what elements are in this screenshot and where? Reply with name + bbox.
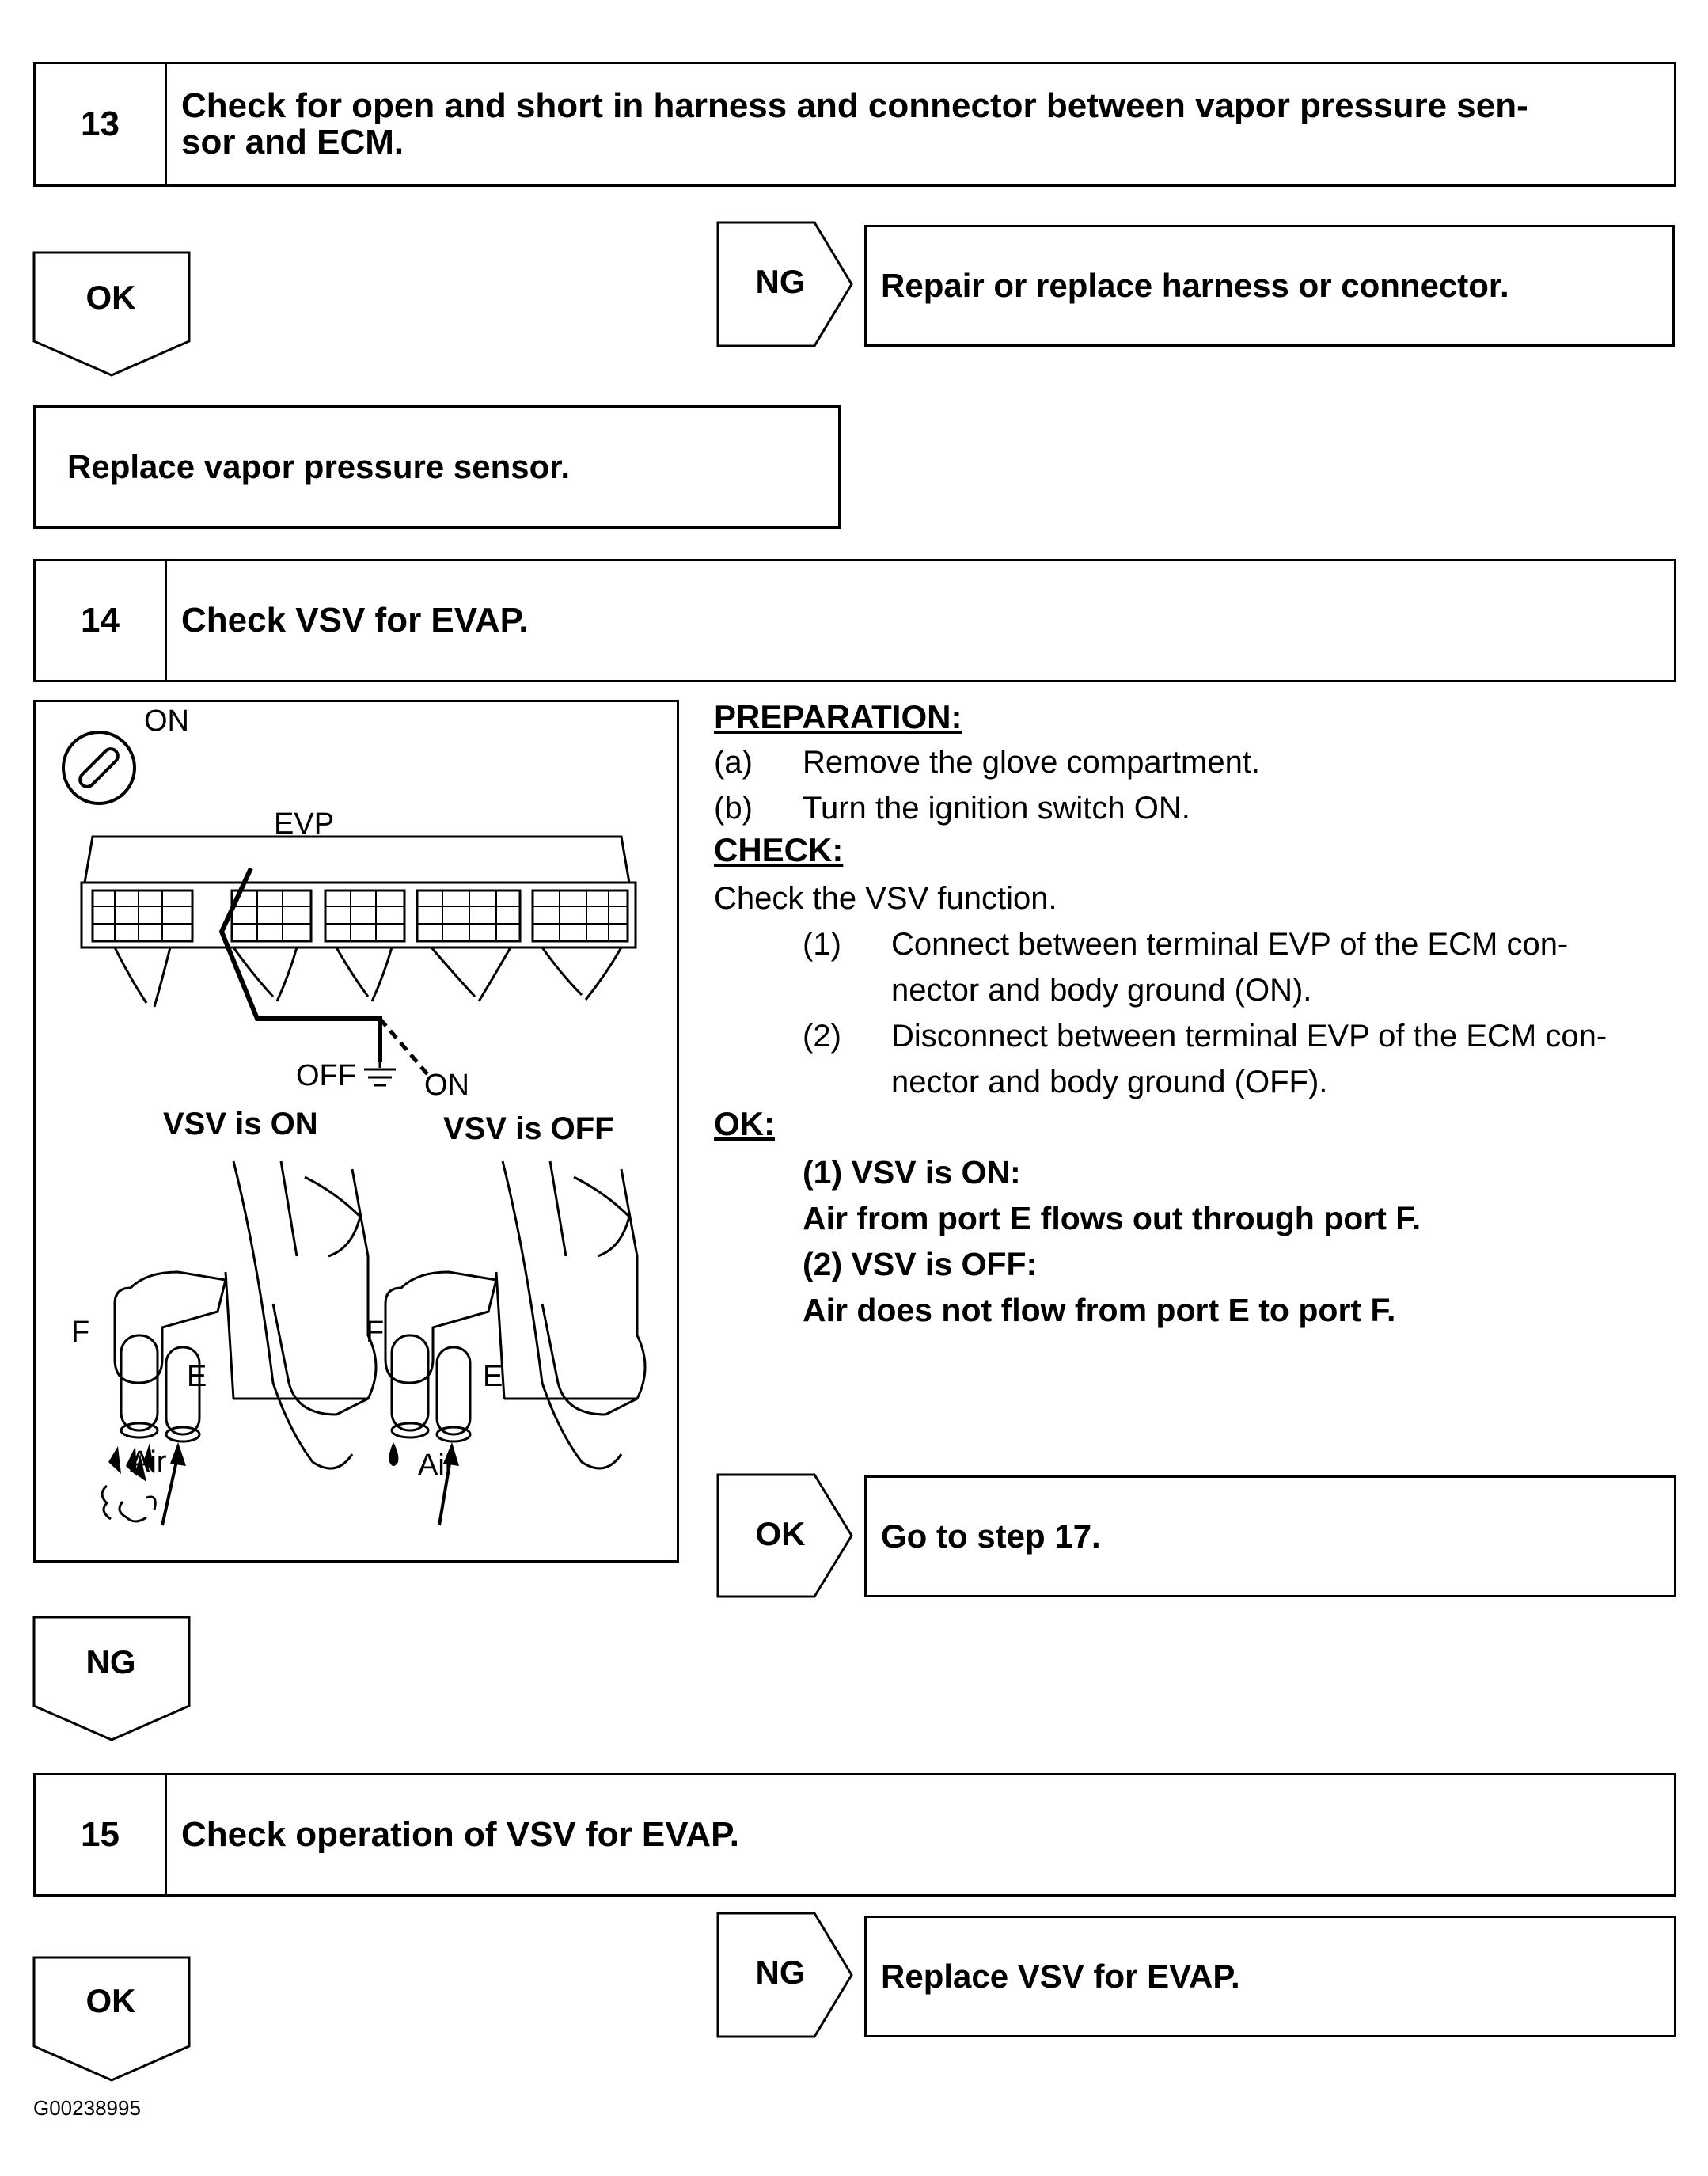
prep-b-tag: (b) (714, 791, 753, 826)
ng-side-flag (716, 1912, 853, 2038)
off-label: OFF (296, 1059, 356, 1092)
prep-a-text: Remove the glove compartment. (803, 745, 1261, 780)
ok-2: (2) VSV is OFF: (803, 1246, 1038, 1282)
ground-icon (364, 1062, 396, 1087)
check-1-tag: (1) (803, 927, 841, 962)
step-title: Check operation of VSV for EVAP. (181, 1815, 739, 1854)
port-e-label: E (483, 1360, 503, 1393)
jumper-wire (218, 867, 382, 1062)
ng-label: NG (755, 263, 806, 300)
ng-action-box: Repair or replace harness or connector. (864, 225, 1675, 347)
vsv-illustration (62, 731, 647, 1526)
port-f-label: F (366, 1316, 385, 1349)
ok-side-flag (716, 1473, 853, 1598)
ok-label: OK (85, 1982, 136, 2019)
ok-1: (1) VSV is ON: (803, 1154, 1021, 1191)
ok-action-box: Go to step 17. (864, 1475, 1676, 1597)
vsv-on-caption: VSV is ON (163, 1107, 318, 1141)
ng-label: NG (85, 1643, 136, 1680)
air-label: Air (418, 1449, 455, 1482)
ok-action-text: Go to step 17. (881, 1517, 1101, 1555)
ok-header: OK: (714, 1105, 775, 1142)
step-title-line: Check for open and short in harness and … (181, 86, 1528, 125)
step-number: 13 (36, 64, 167, 184)
ok-down-flag (32, 251, 191, 377)
ok-action-text: Replace vapor pressure sensor. (67, 448, 570, 485)
ng-label: NG (755, 1954, 806, 1991)
step-title: Check VSV for EVAP. (181, 601, 529, 640)
check-2-tag: (2) (803, 1019, 841, 1054)
ok-label: OK (85, 279, 136, 316)
ng-action-text: Replace VSV for EVAP. (881, 1958, 1240, 1995)
port-f-label: F (71, 1316, 90, 1349)
ok-2-detail: Air does not flow from port E to port F. (803, 1292, 1396, 1328)
ng-action-text: Repair or replace harness or connector. (881, 267, 1509, 304)
ng-down-flag (32, 1616, 191, 1741)
drop-icon (389, 1442, 399, 1466)
check-1-line: Connect between terminal EVP of the ECM … (891, 927, 1569, 962)
step-title: Check for open and short in harness and … (181, 64, 1658, 184)
vsv-off-caption: VSV is OFF (443, 1111, 614, 1146)
preparation-header: PREPARATION: (714, 698, 962, 735)
check-2-line: Disconnect between terminal EVP of the E… (891, 1019, 1607, 1054)
prep-b-text: Turn the ignition switch ON. (803, 791, 1190, 826)
step-number: 15 (36, 1775, 167, 1894)
check-header: CHECK: (714, 831, 844, 868)
ok-action-box: Replace vapor pressure sensor. (33, 405, 841, 529)
ok-1-detail: Air from port E flows out through port F… (803, 1200, 1421, 1236)
ng-side-flag (716, 221, 853, 347)
ng-action-box: Replace VSV for EVAP. (864, 1916, 1676, 2037)
ok-label: OK (755, 1515, 806, 1552)
ok-down-flag (32, 1956, 191, 2082)
evp-label: EVP (274, 807, 335, 841)
port-e-label: E (187, 1360, 207, 1393)
air-flow-icon (108, 1443, 154, 1482)
figure-id: G00238995 (33, 2096, 141, 2120)
check-intro: Check the VSV function. (714, 881, 1057, 916)
ecm-connector-icon (80, 835, 637, 1008)
on-label: ON (424, 1069, 469, 1102)
vsv-off-drawing (384, 1160, 647, 1470)
step-number: 14 (36, 561, 167, 680)
check-1-line: nector and body ground (ON). (891, 973, 1312, 1008)
ignition-on-label: ON (144, 704, 189, 738)
vsv-on-drawing (113, 1160, 378, 1470)
step-15-box: 15 Check operation of VSV for EVAP. (33, 1773, 1676, 1897)
air-label: Air (130, 1445, 167, 1479)
check-2-line: nector and body ground (OFF). (891, 1065, 1328, 1099)
prep-a-tag: (a) (714, 745, 753, 780)
step-13-box: 13 Check for open and short in harness a… (33, 62, 1676, 187)
figure-box (33, 700, 679, 1563)
step-14-box: 14 Check VSV for EVAP. (33, 559, 1676, 682)
ignition-switch-icon (62, 731, 136, 805)
step-title-line: sor and ECM. (181, 123, 404, 161)
